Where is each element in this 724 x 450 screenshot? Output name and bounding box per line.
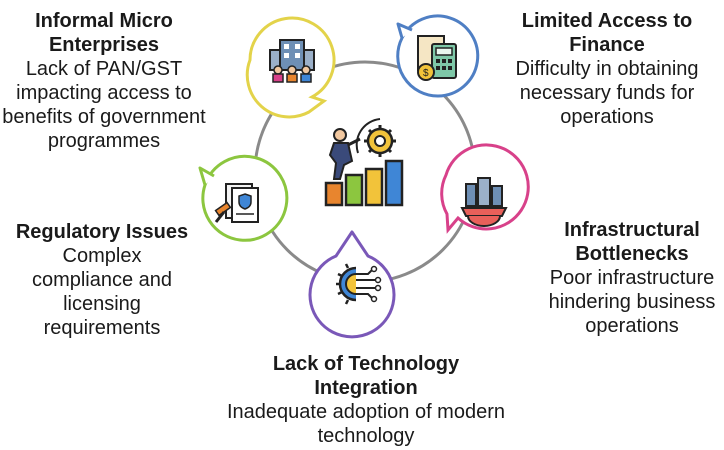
node-reg — [198, 154, 289, 242]
label-informal: Informal Micro Enterprises Lack of PAN/G… — [0, 9, 208, 153]
label-finance: Limited Access to Finance Difficulty in … — [502, 9, 712, 129]
reg-title: Regulatory Issues — [15, 221, 189, 243]
label-tech: Lack of Technology Integration Inadequat… — [226, 352, 506, 448]
node-informal — [245, 16, 336, 119]
technology-circuit-gear-icon — [336, 263, 382, 305]
node-infra — [440, 143, 530, 234]
regulatory-documents-gavel-icon — [214, 183, 259, 223]
infra-title: Infrastructural Bottlenecks — [564, 219, 700, 265]
finance-desc: Difficulty in obtaining necessary funds … — [515, 58, 699, 128]
label-reg: Regulatory Issues Complex compliance and… — [10, 220, 194, 340]
infrastructure-buildings-gear-icon — [460, 177, 508, 227]
tech-desc: Inadequate adoption of modern technology — [227, 401, 505, 447]
infra-desc: Poor infrastructure hindering business o… — [548, 267, 716, 337]
node-finance: $ — [396, 14, 480, 98]
enterprise-building-people-icon — [269, 39, 315, 83]
finance-calculator-coins-icon: $ — [417, 35, 457, 81]
label-infra: Infrastructural Bottlenecks Poor infrast… — [540, 218, 724, 338]
node-tech — [308, 230, 396, 339]
informal-title: Informal Micro Enterprises — [35, 10, 173, 56]
tech-title: Lack of Technology Integration — [272, 353, 460, 399]
growth-person-gear-chart-icon — [324, 118, 404, 207]
reg-desc: Complex compliance and licensing require… — [31, 245, 173, 339]
informal-desc: Lack of PAN/GST impacting access to bene… — [2, 58, 206, 152]
svg-text:$: $ — [423, 68, 429, 79]
finance-title: Limited Access to Finance — [521, 10, 693, 56]
